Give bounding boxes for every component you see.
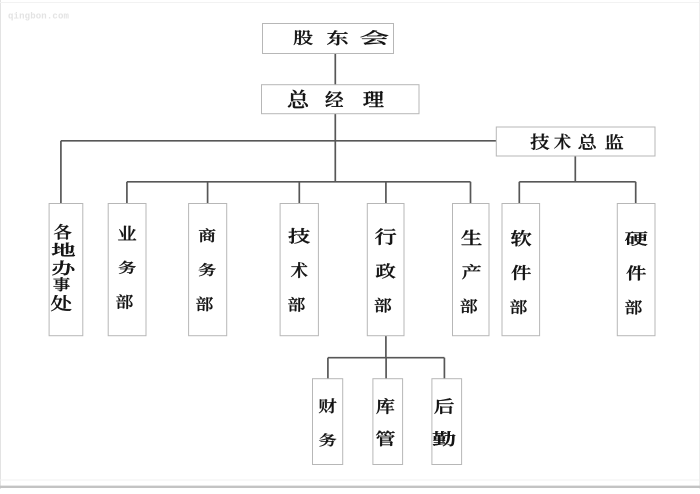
svg-text:qingbon.com: qingbon.com (8, 12, 70, 22)
